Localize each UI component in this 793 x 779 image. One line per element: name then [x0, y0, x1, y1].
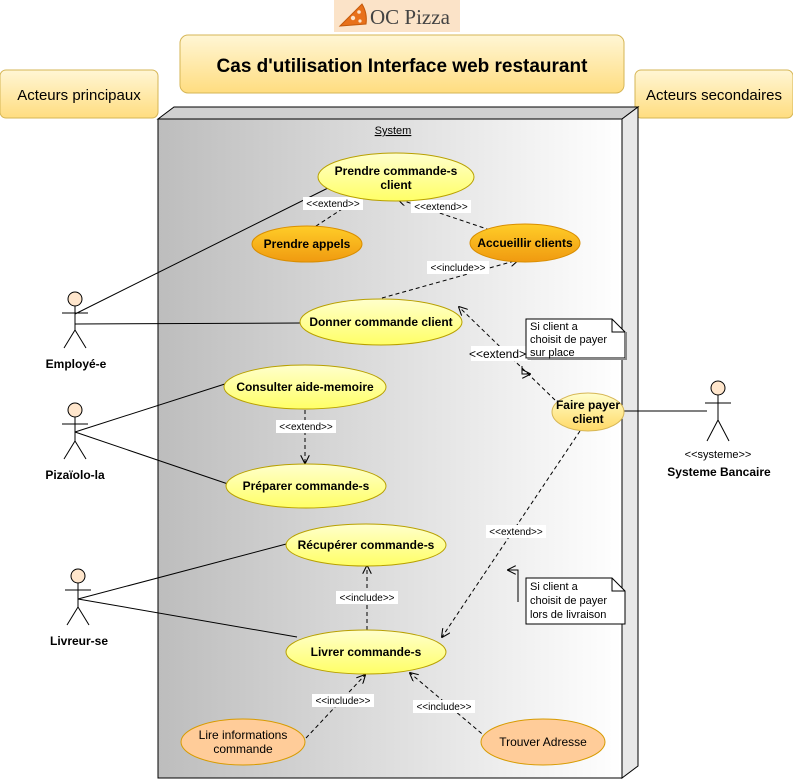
use-case-faire-payer-line1: Faire payer	[556, 398, 620, 412]
dep-donner-include	[381, 260, 518, 299]
actor-pizzaiolo-head-icon	[67, 402, 83, 418]
use-case-accueillir-clients[interactable]: Accueillir clients	[469, 223, 581, 263]
actor-employee[interactable]	[62, 291, 88, 349]
pizza-slice-icon	[338, 3, 367, 27]
note2-line2: choisit de payer	[530, 595, 607, 607]
use-case-donner-commande-label: Donner commande client	[309, 315, 452, 329]
primary-actors-box	[0, 69, 159, 119]
system-label: System	[375, 125, 412, 137]
use-case-lire-informations-line2: commande	[213, 742, 273, 756]
use-case-lire-informations-line1: Lire informations	[199, 728, 288, 742]
use-case-faire-payer[interactable]: Faire payer client	[551, 392, 625, 432]
note1-line3: sur place	[530, 347, 575, 359]
note-pay-on-delivery: Si client a choisit de payer lors de liv…	[508, 570, 626, 625]
assoc-employee-donner	[74, 322, 303, 325]
use-case-prendre-commande[interactable]: Prendre commande-s client	[317, 152, 475, 202]
label-include-lire-info: <<include>>	[315, 696, 370, 707]
secondary-actors-box	[634, 69, 793, 119]
use-case-prendre-commande-line2: client	[380, 178, 411, 192]
label-extend-faire-payer-donner: <<extend>>	[469, 347, 533, 361]
use-case-lire-informations[interactable]: Lire informations commande	[180, 718, 306, 766]
actor-pizzaiolo[interactable]	[62, 402, 88, 460]
label-include-recuperer: <<include>>	[339, 593, 394, 604]
use-case-prendre-appels[interactable]: Prendre appels	[251, 225, 363, 263]
relation-labels: <<extend>> <<extend>> <<include>> <<exte…	[276, 197, 546, 713]
title-box	[179, 34, 625, 94]
label-extend-accueillir: <<extend>>	[414, 202, 468, 213]
primary-actors-header: Acteurs principaux	[17, 87, 141, 104]
use-case-faire-payer-line2: client	[572, 412, 603, 426]
label-include-trouver: <<include>>	[416, 702, 471, 713]
logo: OC Pizza	[334, 0, 460, 32]
note1-line1: Si client a	[530, 321, 579, 333]
page-title: Cas d'utilisation Interface web restaura…	[217, 56, 589, 77]
use-case-livrer-commande-label: Livrer commande-s	[311, 645, 422, 659]
note2-line1: Si client a	[530, 581, 579, 593]
note-pay-on-site: Si client a choisit de payer sur place	[521, 318, 627, 374]
label-extend-prendre-appels: <<extend>>	[306, 199, 360, 210]
use-case-accueillir-clients-label: Accueillir clients	[477, 236, 573, 250]
use-case-trouver-adresse[interactable]: Trouver Adresse	[480, 718, 606, 766]
actor-bank-head-icon	[710, 380, 726, 396]
note1-line2: choisit de payer	[530, 334, 607, 346]
actor-delivery[interactable]	[65, 568, 91, 626]
use-case-prendre-appels-label: Prendre appels	[264, 237, 351, 251]
actor-delivery-head-icon	[70, 568, 86, 584]
assoc-delivery-recuperer	[77, 542, 291, 600]
actor-employee-label: Employé-e	[46, 357, 107, 371]
label-extend-faire-payer-livrer: <<extend>>	[489, 527, 543, 538]
actor-bank-stereotype: <<systeme>>	[685, 449, 752, 461]
logo-text: OC Pizza	[370, 5, 451, 29]
secondary-actors-header: Acteurs secondaires	[646, 87, 782, 104]
actor-employee-head-icon	[67, 291, 83, 307]
use-case-livrer-commande[interactable]: Livrer commande-s	[285, 629, 447, 675]
use-case-trouver-adresse-label: Trouver Adresse	[499, 735, 587, 749]
assoc-pizzaiolo-consulter	[74, 382, 229, 433]
label-bg-extend-faire-payer-donner	[471, 346, 531, 361]
assoc-pizzaiolo-preparer	[74, 431, 229, 485]
use-case-consulter-aide-label: Consulter aide-memoire	[236, 380, 374, 394]
note2-line3: lors de livraison	[530, 609, 606, 621]
assoc-delivery-livrer	[77, 598, 298, 638]
use-case-recuperer-commande-label: Récupérer commande-s	[298, 538, 435, 552]
associations	[74, 186, 707, 638]
dep-faire-payer-livrer	[442, 430, 581, 637]
actor-pizzaiolo-label: Pizaïolo-la	[45, 468, 105, 482]
assoc-employee-prendre	[74, 186, 331, 315]
actor-bank-label: Systeme Bancaire	[667, 465, 771, 479]
actor-delivery-label: Livreur-se	[50, 634, 108, 648]
use-case-prendre-commande-line1: Prendre commande-s	[335, 164, 458, 178]
use-case-donner-commande[interactable]: Donner commande client	[299, 298, 463, 346]
use-case-preparer-commande-label: Préparer commande-s	[243, 479, 370, 493]
use-case-preparer-commande[interactable]: Préparer commande-s	[225, 463, 387, 509]
use-case-consulter-aide[interactable]: Consulter aide-memoire	[223, 364, 387, 410]
actor-bank[interactable]	[705, 380, 731, 442]
system-boundary	[156, 106, 640, 779]
label-include-donner: <<include>>	[430, 263, 485, 274]
use-case-recuperer-commande[interactable]: Récupérer commande-s	[285, 523, 447, 567]
label-extend-consulter: <<extend>>	[279, 422, 333, 433]
